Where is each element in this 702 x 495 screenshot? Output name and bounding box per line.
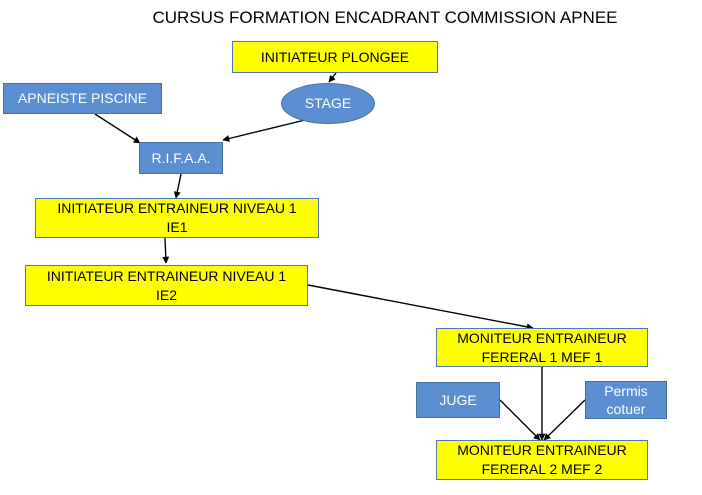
node-permis-line1: Permis: [604, 383, 648, 399]
node-juge: JUGE: [416, 382, 500, 418]
node-apneiste-piscine-label: APNEISTE PISCINE: [17, 90, 148, 106]
node-mef1: MONITEUR ENTRAINEUR FERERAL 1 MEF 1: [436, 328, 648, 367]
node-ie1-line1: INITIATEUR ENTRAINEUR NIVEAU 1: [57, 200, 297, 216]
node-ie2: INITIATEUR ENTRAINEUR NIVEAU 1 IE2: [25, 265, 308, 306]
node-apneiste-piscine: APNEISTE PISCINE: [3, 83, 162, 114]
arrow-stage-to-rifaa: [222, 119, 306, 142]
arrow-juge-to-mef2: [499, 399, 541, 441]
node-rifaa-label: R.I.F.A.A.: [151, 149, 211, 166]
node-juge-label: JUGE: [439, 391, 477, 408]
node-initiateur-plongee: INITIATEUR PLONGEE: [232, 41, 438, 73]
arrow-apneiste-to-rifaa: [94, 113, 141, 144]
node-mef1-line2: FERERAL 1 MEF 1: [481, 348, 603, 365]
node-ie1-line2: IE1: [166, 219, 188, 235]
node-initiateur-plongee-label: INITIATEUR PLONGEE: [260, 48, 410, 65]
node-mef2-line1: MONITEUR ENTRAINEUR: [457, 442, 627, 458]
node-mef1-line1: MONITEUR ENTRAINEUR: [457, 329, 627, 346]
node-mef2: MONITEUR ENTRAINEUR FERERAL 2 MEF 2: [436, 440, 648, 480]
node-permis-line2: cotuer: [606, 401, 646, 417]
node-mef2-line2: FERERAL 2 MEF 2: [481, 461, 603, 477]
arrow-rifaa-to-ie1: [173, 173, 182, 199]
arrow-ie2-to-mef1: [307, 284, 534, 331]
node-ie2-line1: INITIATEUR ENTRAINEUR NIVEAU 1: [46, 267, 287, 284]
node-ie2-line2: IE2: [155, 286, 177, 303]
arrow-initiateur-to-stage: [328, 72, 337, 83]
node-ie1: INITIATEUR ENTRAINEUR NIVEAU 1 IE1: [35, 198, 319, 238]
node-rifaa: R.I.F.A.A.: [139, 142, 223, 174]
arrow-ie1-to-ie2: [162, 237, 170, 264]
node-permis-cotuer: Permis cotuer: [585, 381, 667, 419]
node-stage: STAGE: [281, 83, 375, 124]
arrow-permis-to-mef2: [543, 399, 586, 441]
node-stage-label: STAGE: [304, 95, 352, 111]
diagram-title: CURSUS FORMATION ENCADRANT COMMISSION AP…: [152, 8, 618, 27]
